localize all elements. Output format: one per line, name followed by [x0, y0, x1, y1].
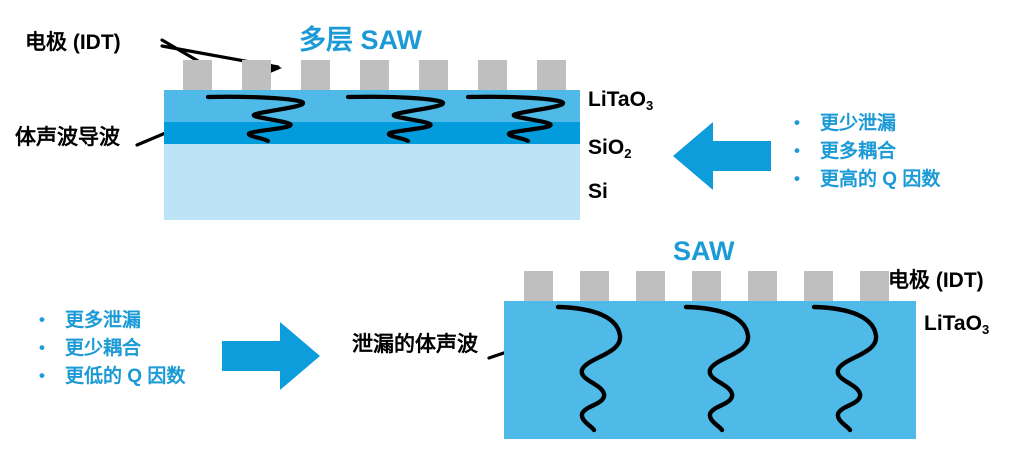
electrode [804, 271, 833, 301]
top-layer-label-sio2-sub: 2 [624, 146, 632, 161]
benefit-arrow-left [673, 122, 771, 190]
guided-wave [205, 94, 306, 144]
bottom-panel: SAW 更多泄漏 更少耦合 更低的 Q 因数 泄漏的体声波 电极 (IDT) [0, 232, 1024, 458]
layer-si [164, 144, 580, 220]
bottom-electrode-row [504, 271, 916, 301]
benefit-item: 更高的 Q 因数 [790, 165, 940, 194]
leaky-bulk-wave [555, 304, 623, 433]
top-waveguide-label: 体声波导波 [15, 126, 120, 149]
guided-wave [345, 94, 446, 144]
electrode [692, 271, 721, 301]
top-layer-label-litao3: LiTaO3 [588, 88, 654, 113]
bottom-panel-title: SAW [673, 236, 735, 266]
electrode [636, 271, 665, 301]
top-panel-title: 多层 SAW [299, 25, 423, 55]
top-layer-label-sio2: SiO2 [588, 136, 632, 161]
bottom-layer-label-litao3-main: LiTaO [924, 312, 982, 335]
bottom-drawbacks-list: 更多泄漏 更少耦合 更低的 Q 因数 [35, 306, 185, 391]
leaky-bulk-wave [683, 304, 751, 433]
benefit-item: 更少泄漏 [790, 109, 940, 138]
top-electrode-row [164, 60, 580, 90]
electrode [360, 60, 389, 90]
bottom-electrode-label: 电极 (IDT) [888, 269, 984, 292]
electrode [580, 271, 609, 301]
drawback-item: 更少耦合 [35, 334, 185, 363]
top-layer-label-si-main: Si [588, 180, 608, 203]
electrode [301, 60, 330, 90]
top-benefits-list: 更少泄漏 更多耦合 更高的 Q 因数 [790, 109, 940, 194]
electrode [537, 60, 566, 90]
top-layer-stack [164, 90, 580, 220]
bottom-layer-stack [504, 301, 916, 439]
top-electrode-label: 电极 (IDT) [25, 31, 121, 54]
drawback-item: 更低的 Q 因数 [35, 362, 185, 391]
top-panel: 多层 SAW 电极 (IDT) 体声波导波 [0, 0, 1024, 232]
electrode [242, 60, 271, 90]
top-layer-label-sio2-main: SiO [588, 136, 625, 159]
benefit-item: 更多耦合 [790, 137, 940, 166]
electrode [748, 271, 777, 301]
bottom-layer-label-litao3: LiTaO3 [924, 312, 990, 337]
guided-wave [465, 94, 566, 144]
electrode [478, 60, 507, 90]
electrode [419, 60, 448, 90]
top-layer-label-litao3-sub: 3 [645, 98, 654, 113]
electrode [524, 271, 553, 301]
bottom-leaky-wave-label: 泄漏的体声波 [352, 333, 478, 356]
electrode [860, 271, 889, 301]
top-layer-label-litao3-main: LiTaO [588, 88, 646, 111]
leaky-bulk-wave [811, 304, 879, 433]
drawback-arrow-right [222, 322, 320, 390]
drawback-item: 更多泄漏 [35, 306, 185, 335]
top-layer-label-si: Si [588, 180, 608, 204]
layer-sio2 [164, 122, 580, 144]
bottom-layer-label-litao3-sub: 3 [981, 322, 990, 337]
electrode [183, 60, 212, 90]
